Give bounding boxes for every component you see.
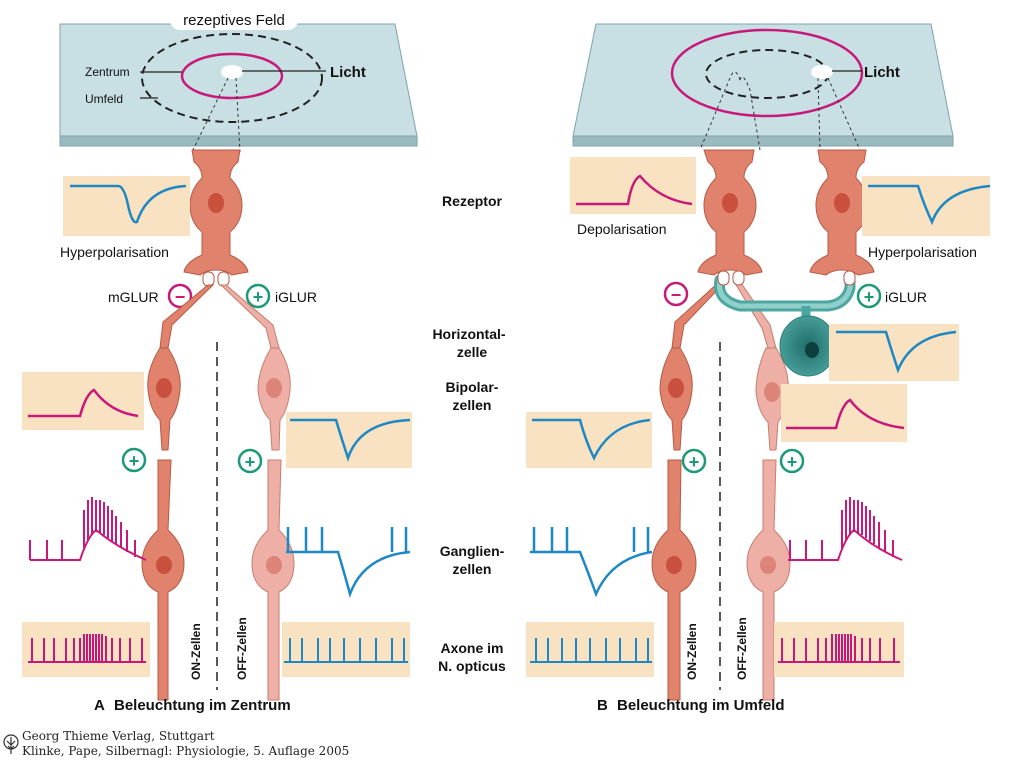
trace-receptor-b-left [576, 174, 693, 206]
panel-b: Licht Depolarisation Hyperpolarisation [526, 23, 991, 714]
label-receptor: Rezeptor [442, 193, 502, 209]
svg-text:+: + [253, 287, 264, 307]
plus-sign-a-iglur [245, 283, 271, 309]
publisher-logo-icon [3, 734, 19, 754]
on-ganglion-b [651, 459, 697, 701]
plus-sign-on-b [681, 448, 707, 474]
credit-line-1: Georg Thieme Verlag, Stuttgart [22, 729, 215, 743]
trace-receptor-a [70, 184, 187, 224]
svg-text:−: − [671, 285, 682, 305]
retina-surface-a [59, 23, 418, 147]
on-bipolar-b [659, 282, 726, 451]
plus-sign-off-a [237, 448, 263, 474]
light-spot [221, 65, 243, 79]
svg-text:+: + [129, 451, 140, 471]
plus-sign-b-iglur [856, 283, 882, 309]
field-title: rezeptives Feld [183, 12, 285, 29]
off-ganglion-a [251, 459, 295, 701]
horizontal-cell [713, 270, 856, 377]
label-axon-1: Axone im [440, 640, 503, 656]
depol-label-b: Depolarisation [577, 221, 667, 237]
trace-panel-on-bipolar-a [22, 372, 144, 430]
trace-on-bipolar-a [28, 388, 139, 418]
receptor-cell-a [183, 149, 249, 276]
svg-text:+: + [245, 452, 256, 472]
label-ganglion-2: zellen [453, 561, 492, 577]
mglur-label: mGLUR [108, 289, 159, 305]
field-title-pill [170, 10, 298, 30]
panel-a: rezeptives Feld Zentrum Umfeld Licht Hyp… [22, 10, 418, 714]
light-label: Licht [330, 64, 366, 81]
on-cells-label-b: ON-Zellen [685, 623, 699, 680]
credit-line-2: Klinke, Pape, Silbernagl: Physiologie, 5… [22, 744, 350, 758]
on-ganglion-a [141, 459, 185, 701]
trace-on-ganglion-a [29, 497, 147, 561]
trace-on-ganglion-b [530, 527, 653, 598]
trace-off-ganglion-a [286, 527, 411, 599]
caption-b: Beleuchtung im Umfeld [617, 697, 785, 714]
off-ganglion-b [746, 459, 791, 701]
trace-receptor-b-right [868, 184, 991, 226]
center-label: Zentrum [85, 65, 130, 79]
surround-ring-b [670, 28, 864, 118]
trace-panel-off-bipolar-b [781, 384, 907, 442]
light-label-b: Licht [864, 64, 900, 81]
trace-panel-horizontal [829, 324, 959, 381]
plus-sign-off-b [779, 448, 805, 474]
caption-letter-a: A [94, 697, 105, 714]
plus-sign-on-a [121, 447, 147, 473]
trace-axon-off-a [284, 638, 408, 663]
trace-axon-on-b [530, 638, 652, 663]
layer-labels: Rezeptor Horizontal- zelle Bipolar- zell… [432, 193, 506, 674]
label-horizontal-1: Horizontal- [432, 326, 505, 342]
caption-a: Beleuchtung im Zentrum [114, 697, 291, 714]
light-spot-b [811, 65, 833, 79]
label-bipolar-2: zellen [453, 397, 492, 413]
svg-text:+: + [689, 452, 700, 472]
off-cells-label-a: OFF-Zellen [235, 617, 249, 680]
retina-surface-b [572, 23, 954, 147]
label-ganglion-1: Ganglien- [440, 543, 505, 559]
on-bipolar-a [147, 284, 215, 451]
off-bipolar-a [219, 284, 291, 451]
svg-text:−: − [175, 287, 186, 307]
trace-panel-on-bipolar-b [526, 412, 652, 468]
hyper-label-a: Hyperpolarisation [60, 244, 169, 260]
trace-on-bipolar-b [532, 418, 651, 461]
label-bipolar-1: Bipolar- [446, 379, 499, 395]
off-cells-label-b: OFF-Zellen [735, 617, 749, 680]
minus-sign-a [167, 283, 193, 309]
hyper-label-b: Hyperpolarisation [868, 244, 977, 260]
svg-text:+: + [864, 287, 875, 307]
off-bipolar-b [734, 282, 789, 451]
label-horizontal-2: zelle [457, 344, 488, 360]
trace-off-ganglion-b [788, 497, 903, 561]
publisher-credit: Georg Thieme Verlag, Stuttgart Klinke, P… [22, 729, 349, 759]
center-ring [180, 52, 284, 100]
trace-horizontal [836, 330, 957, 374]
trace-axon-off-b [778, 634, 900, 663]
trace-panel-axon-off-a [282, 622, 410, 677]
caption-letter-b: B [597, 697, 608, 714]
label-axon-2: N. opticus [438, 658, 506, 674]
iglur-label-b: iGLUR [885, 289, 927, 305]
trace-axon-on-a [28, 634, 146, 663]
trace-off-bipolar-a [290, 418, 411, 462]
iglur-label-a: iGLUR [275, 289, 317, 305]
svg-text:+: + [787, 452, 798, 472]
receptor-cell-b-left [697, 149, 763, 276]
surround-label: Umfeld [85, 92, 123, 106]
receptive-field-outline [141, 33, 323, 123]
on-cells-label-a: ON-Zellen [189, 623, 203, 680]
trace-off-bipolar-b [786, 398, 905, 430]
minus-sign-b [663, 281, 689, 307]
